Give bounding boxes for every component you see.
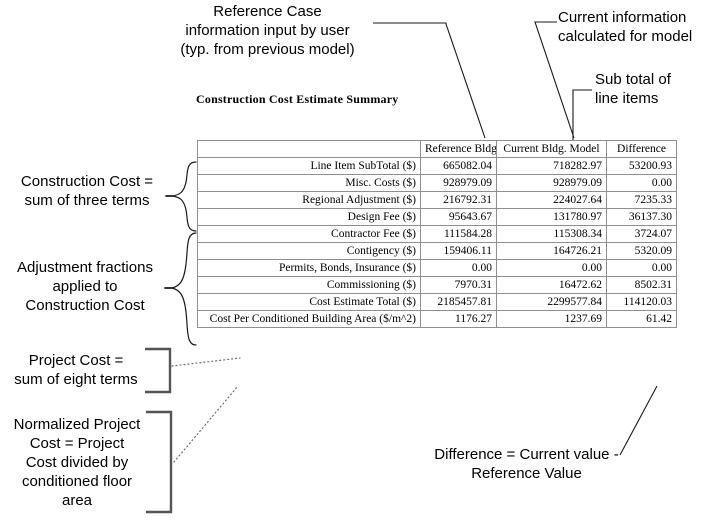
row-label: Regional Adjustment ($) <box>197 191 421 209</box>
column-header-blank <box>197 140 421 158</box>
annotation-construction-cost: Construction Cost = sum of three terms <box>20 173 154 209</box>
cell-difference: 36137.30 <box>606 208 677 226</box>
cell-reference: 111584.28 <box>420 225 497 243</box>
row-label: Contractor Fee ($) <box>197 225 421 243</box>
row-label: Contigency ($) <box>197 242 421 260</box>
row-label: Design Fee ($) <box>197 208 421 226</box>
cost-estimate-table-wrap: Reference Bldg. Current Bldg. Model Diff… <box>197 140 677 328</box>
annotation-sub-total: Sub total of line items <box>595 71 671 107</box>
table-header-row: Reference Bldg. Current Bldg. Model Diff… <box>197 140 677 158</box>
cell-reference: 2185457.81 <box>420 293 497 311</box>
row-label: Line Item SubTotal ($) <box>197 157 421 175</box>
row-label: Commissioning ($) <box>197 276 421 294</box>
column-header-current: Current Bldg. Model <box>496 140 607 158</box>
annotation-project-cost: Project Cost = sum of eight terms <box>14 352 138 388</box>
bracket-normalized-project-cost <box>146 410 173 514</box>
column-header-difference: Difference <box>606 140 677 158</box>
cell-difference: 8502.31 <box>606 276 677 294</box>
cell-current: 115308.34 <box>496 225 607 243</box>
leader-project-cost <box>171 357 241 367</box>
cell-reference: 1176.27 <box>420 310 497 328</box>
cell-reference: 7970.31 <box>420 276 497 294</box>
cell-reference: 665082.04 <box>420 157 497 175</box>
leader-normalized-project-cost <box>173 385 239 463</box>
row-label: Misc. Costs ($) <box>197 174 421 192</box>
cell-current: 2299577.84 <box>496 293 607 311</box>
cell-current: 928979.09 <box>496 174 607 192</box>
annotation-normalized-project-cost: Normalized Project Cost = Project Cost d… <box>13 416 141 509</box>
cell-difference: 0.00 <box>606 174 677 192</box>
cell-current: 131780.97 <box>496 208 607 226</box>
brace-construction-cost <box>165 161 197 232</box>
cell-reference: 216792.31 <box>420 191 497 209</box>
annotation-reference-case: Reference Case information input by user… <box>180 3 355 58</box>
brace-adjustment-fractions <box>164 232 197 346</box>
table-row: Cost Per Conditioned Building Area ($/m^… <box>197 310 677 328</box>
cell-difference: 7235.33 <box>606 191 677 209</box>
cell-reference: 95643.67 <box>420 208 497 226</box>
page-title: Construction Cost Estimate Summary <box>196 92 399 106</box>
cell-reference: 928979.09 <box>420 174 497 192</box>
cell-difference: 3724.07 <box>606 225 677 243</box>
annotation-adjustment-fractions: Adjustment fractions applied to Construc… <box>17 259 153 314</box>
row-label: Permits, Bonds, Insurance ($) <box>197 259 421 277</box>
annotation-current-information: Current information calculated for model <box>558 9 693 45</box>
cell-difference: 0.00 <box>606 259 677 277</box>
annotation-difference-definition: Difference = Current value - Reference V… <box>434 446 619 482</box>
cost-estimate-table: Reference Bldg. Current Bldg. Model Diff… <box>197 140 677 328</box>
cell-current: 16472.62 <box>496 276 607 294</box>
leader-reference-case <box>373 22 486 139</box>
cell-reference: 0.00 <box>420 259 497 277</box>
cell-difference: 5320.09 <box>606 242 677 260</box>
cell-reference: 159406.11 <box>420 242 497 260</box>
cell-difference: 53200.93 <box>606 157 677 175</box>
cell-current: 164726.21 <box>496 242 607 260</box>
bracket-project-cost <box>145 347 172 394</box>
row-label: Cost Per Conditioned Building Area ($/m^… <box>197 310 421 328</box>
cell-difference: 61.42 <box>606 310 677 328</box>
cell-current: 0.00 <box>496 259 607 277</box>
row-label: Cost Estimate Total ($) <box>197 293 421 311</box>
cell-current: 1237.69 <box>496 310 607 328</box>
cell-difference: 114120.03 <box>606 293 677 311</box>
cell-current: 718282.97 <box>496 157 607 175</box>
cell-current: 224027.64 <box>496 191 607 209</box>
column-header-reference: Reference Bldg. <box>420 140 497 158</box>
